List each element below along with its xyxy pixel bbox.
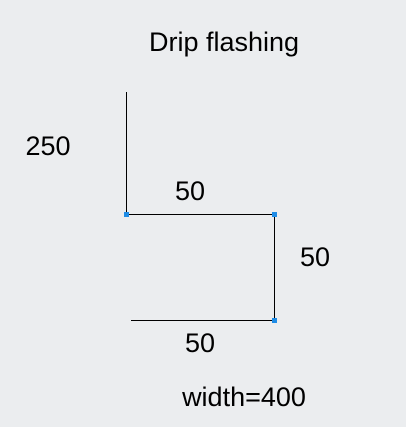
vertex-handle[interactable] — [124, 212, 129, 217]
vertex-handle[interactable] — [272, 318, 277, 323]
width-note: width=400 — [181, 382, 306, 412]
vertex-handle[interactable] — [272, 212, 277, 217]
dimension-label-vertical-top: 250 — [25, 131, 70, 161]
dimension-label-horizontal-bottom: 50 — [185, 328, 215, 358]
dimension-label-vertical-right: 50 — [300, 242, 330, 272]
dimension-label-horizontal-top: 50 — [175, 176, 205, 206]
diagram-title: Drip flashing — [149, 27, 299, 57]
